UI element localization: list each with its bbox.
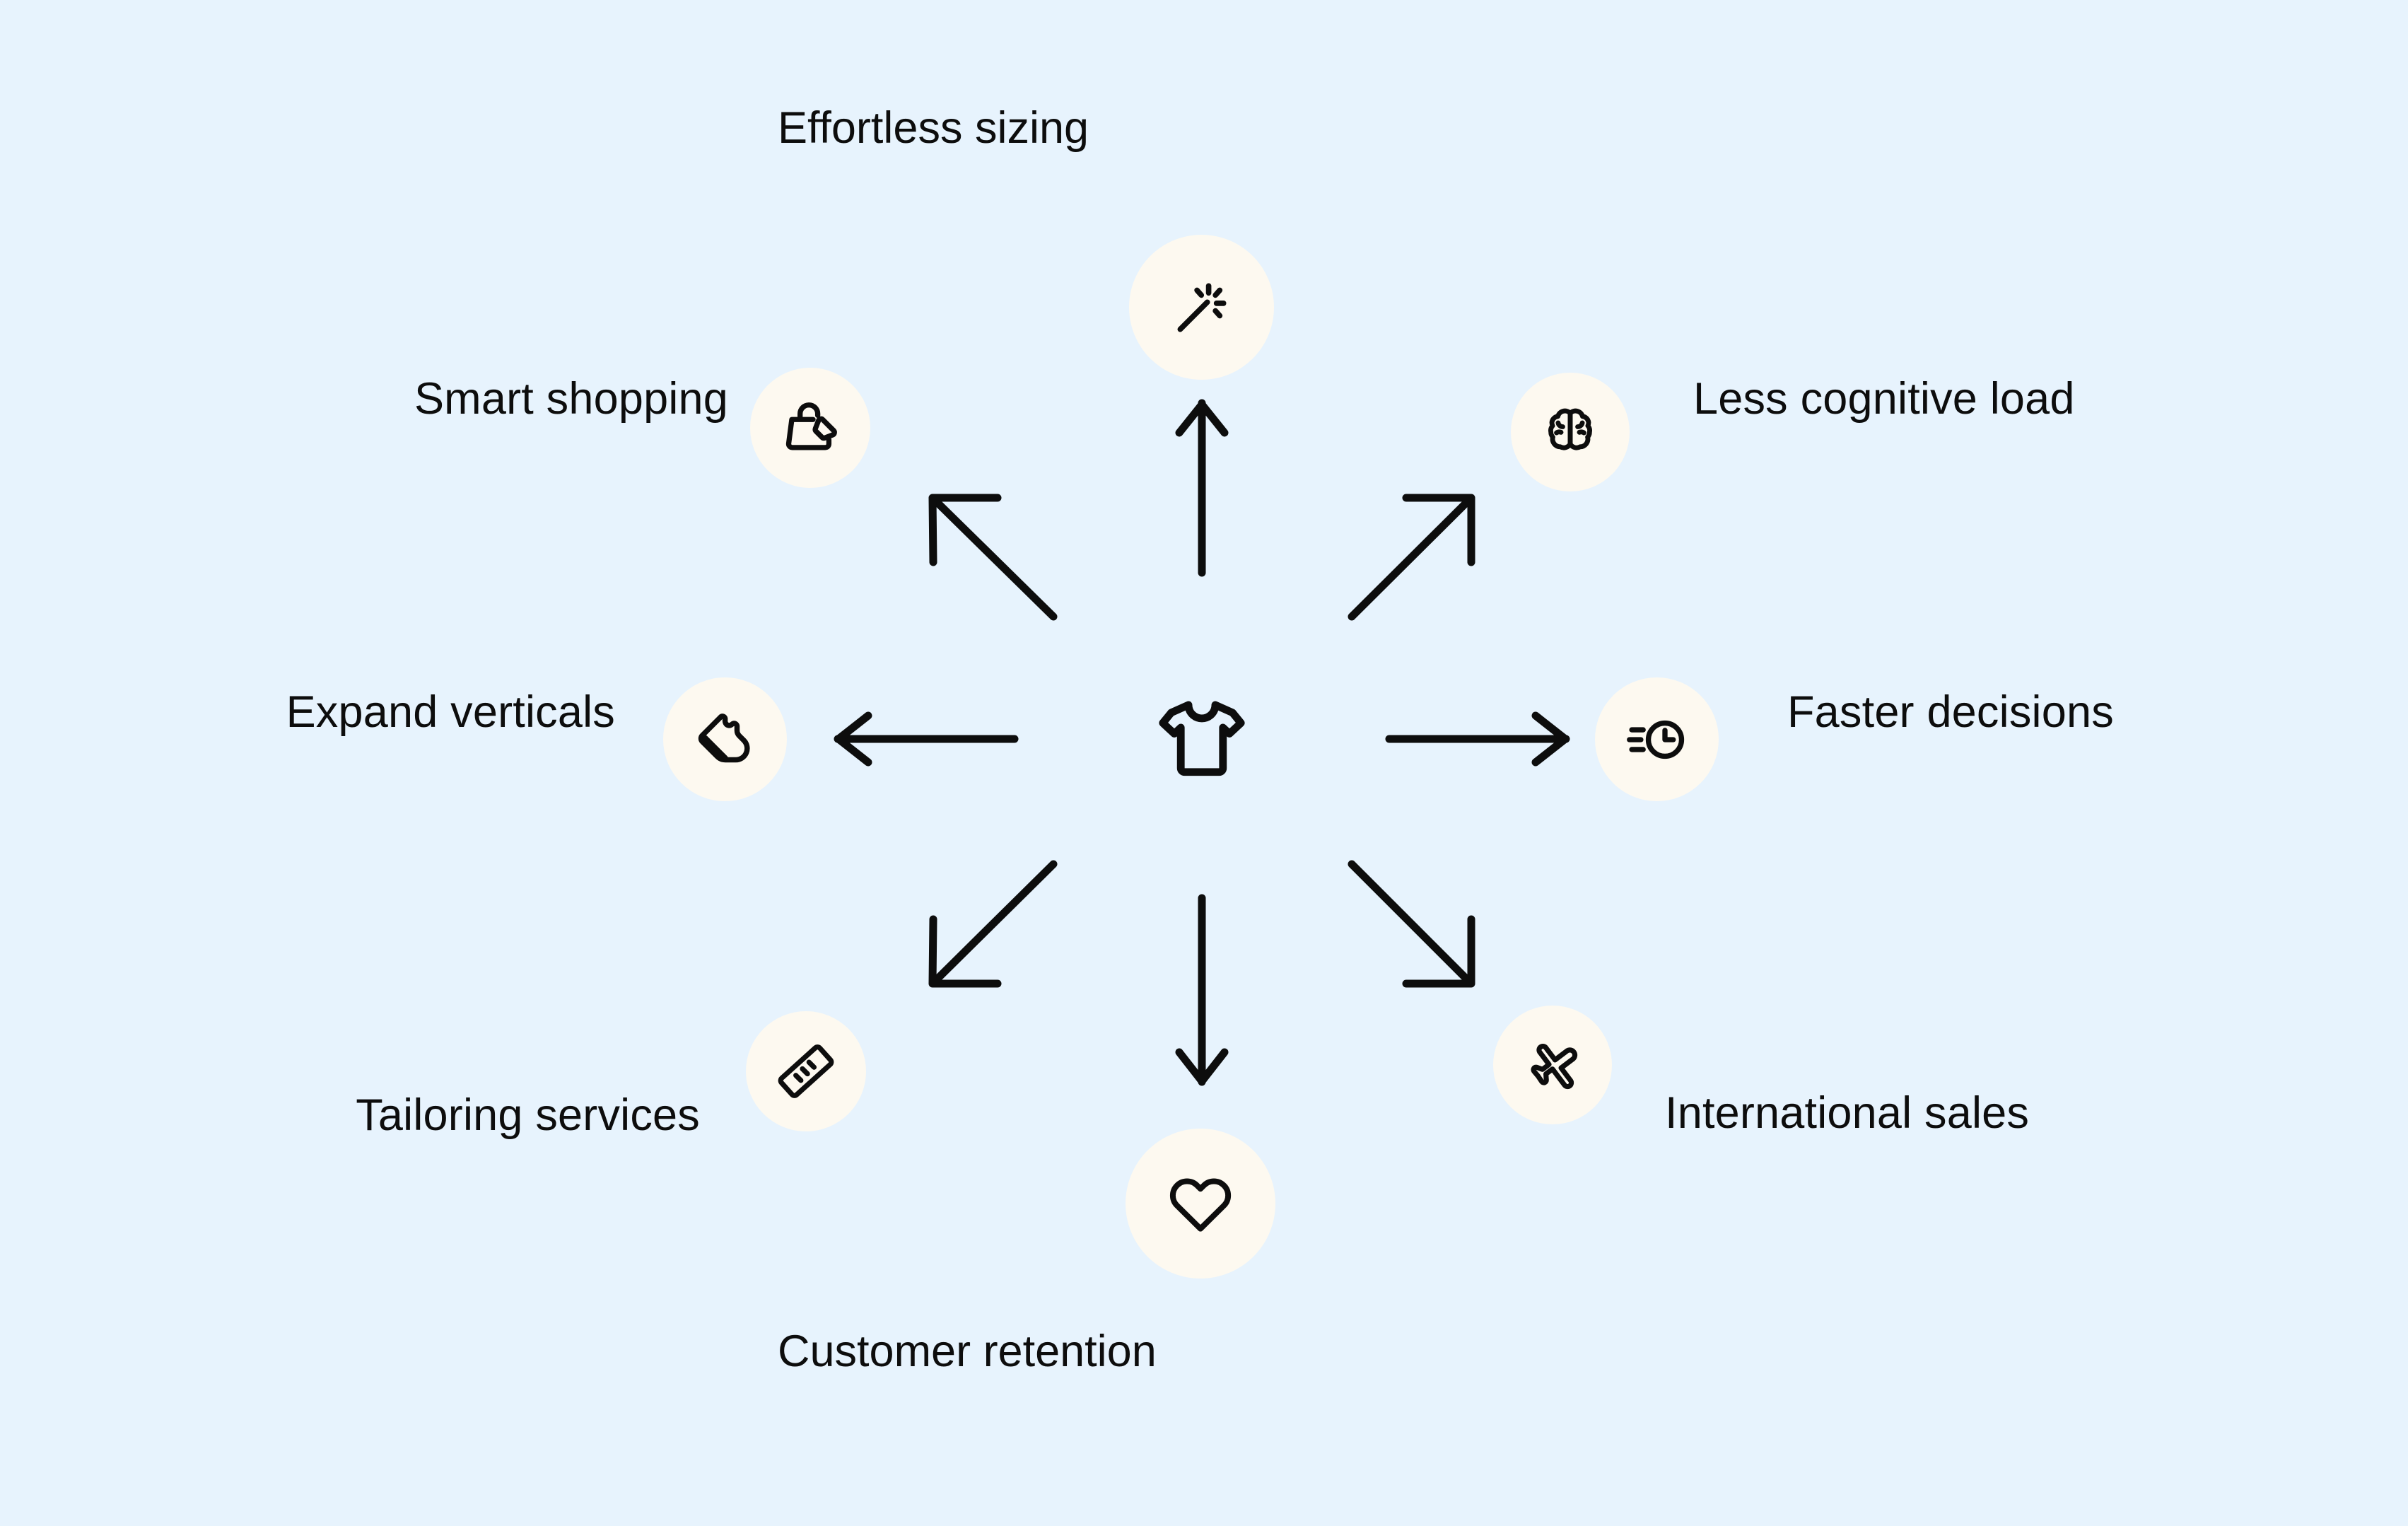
arrow-left — [834, 711, 1019, 767]
label-effortless-sizing: Effortless sizing — [778, 103, 1089, 153]
heart-icon — [1167, 1170, 1234, 1237]
arrow-right — [1385, 711, 1570, 767]
label-faster-decisions: Faster decisions — [1787, 687, 2114, 737]
node-smart-shopping[interactable] — [750, 368, 870, 488]
node-customer-retention[interactable] — [1126, 1129, 1275, 1279]
shopping-bag-tag-icon — [779, 397, 841, 459]
arrow-down-left — [928, 860, 1058, 988]
arrow-down-right — [1348, 860, 1475, 988]
node-international-sales[interactable] — [1493, 1006, 1612, 1124]
magic-wand-icon — [1169, 275, 1234, 340]
arrow-up-right — [1348, 494, 1475, 621]
arrow-up — [1175, 399, 1229, 577]
node-less-cognitive-load[interactable] — [1511, 373, 1630, 491]
node-faster-decisions[interactable] — [1595, 677, 1719, 801]
node-tailoring-services[interactable] — [746, 1011, 866, 1131]
arrow-down — [1175, 894, 1229, 1086]
label-less-cognitive-load: Less cognitive load — [1693, 374, 2075, 424]
label-international-sales: International sales — [1665, 1088, 2030, 1138]
tshirt-icon — [1156, 692, 1248, 787]
label-tailoring-services: Tailoring services — [356, 1090, 700, 1140]
brain-icon — [1541, 403, 1599, 461]
node-effortless-sizing[interactable] — [1129, 235, 1274, 380]
label-smart-shopping: Smart shopping — [414, 374, 728, 424]
center-node-tshirt — [1131, 668, 1273, 810]
airplane-icon — [1522, 1035, 1583, 1095]
fast-clock-icon — [1626, 709, 1688, 771]
sneaker-icon — [694, 708, 757, 771]
label-expand-verticals: Expand verticals — [286, 687, 615, 737]
label-customer-retention: Customer retention — [778, 1327, 1157, 1376]
ruler-icon — [776, 1041, 836, 1102]
node-expand-verticals[interactable] — [663, 677, 787, 801]
arrow-up-left — [928, 494, 1058, 621]
